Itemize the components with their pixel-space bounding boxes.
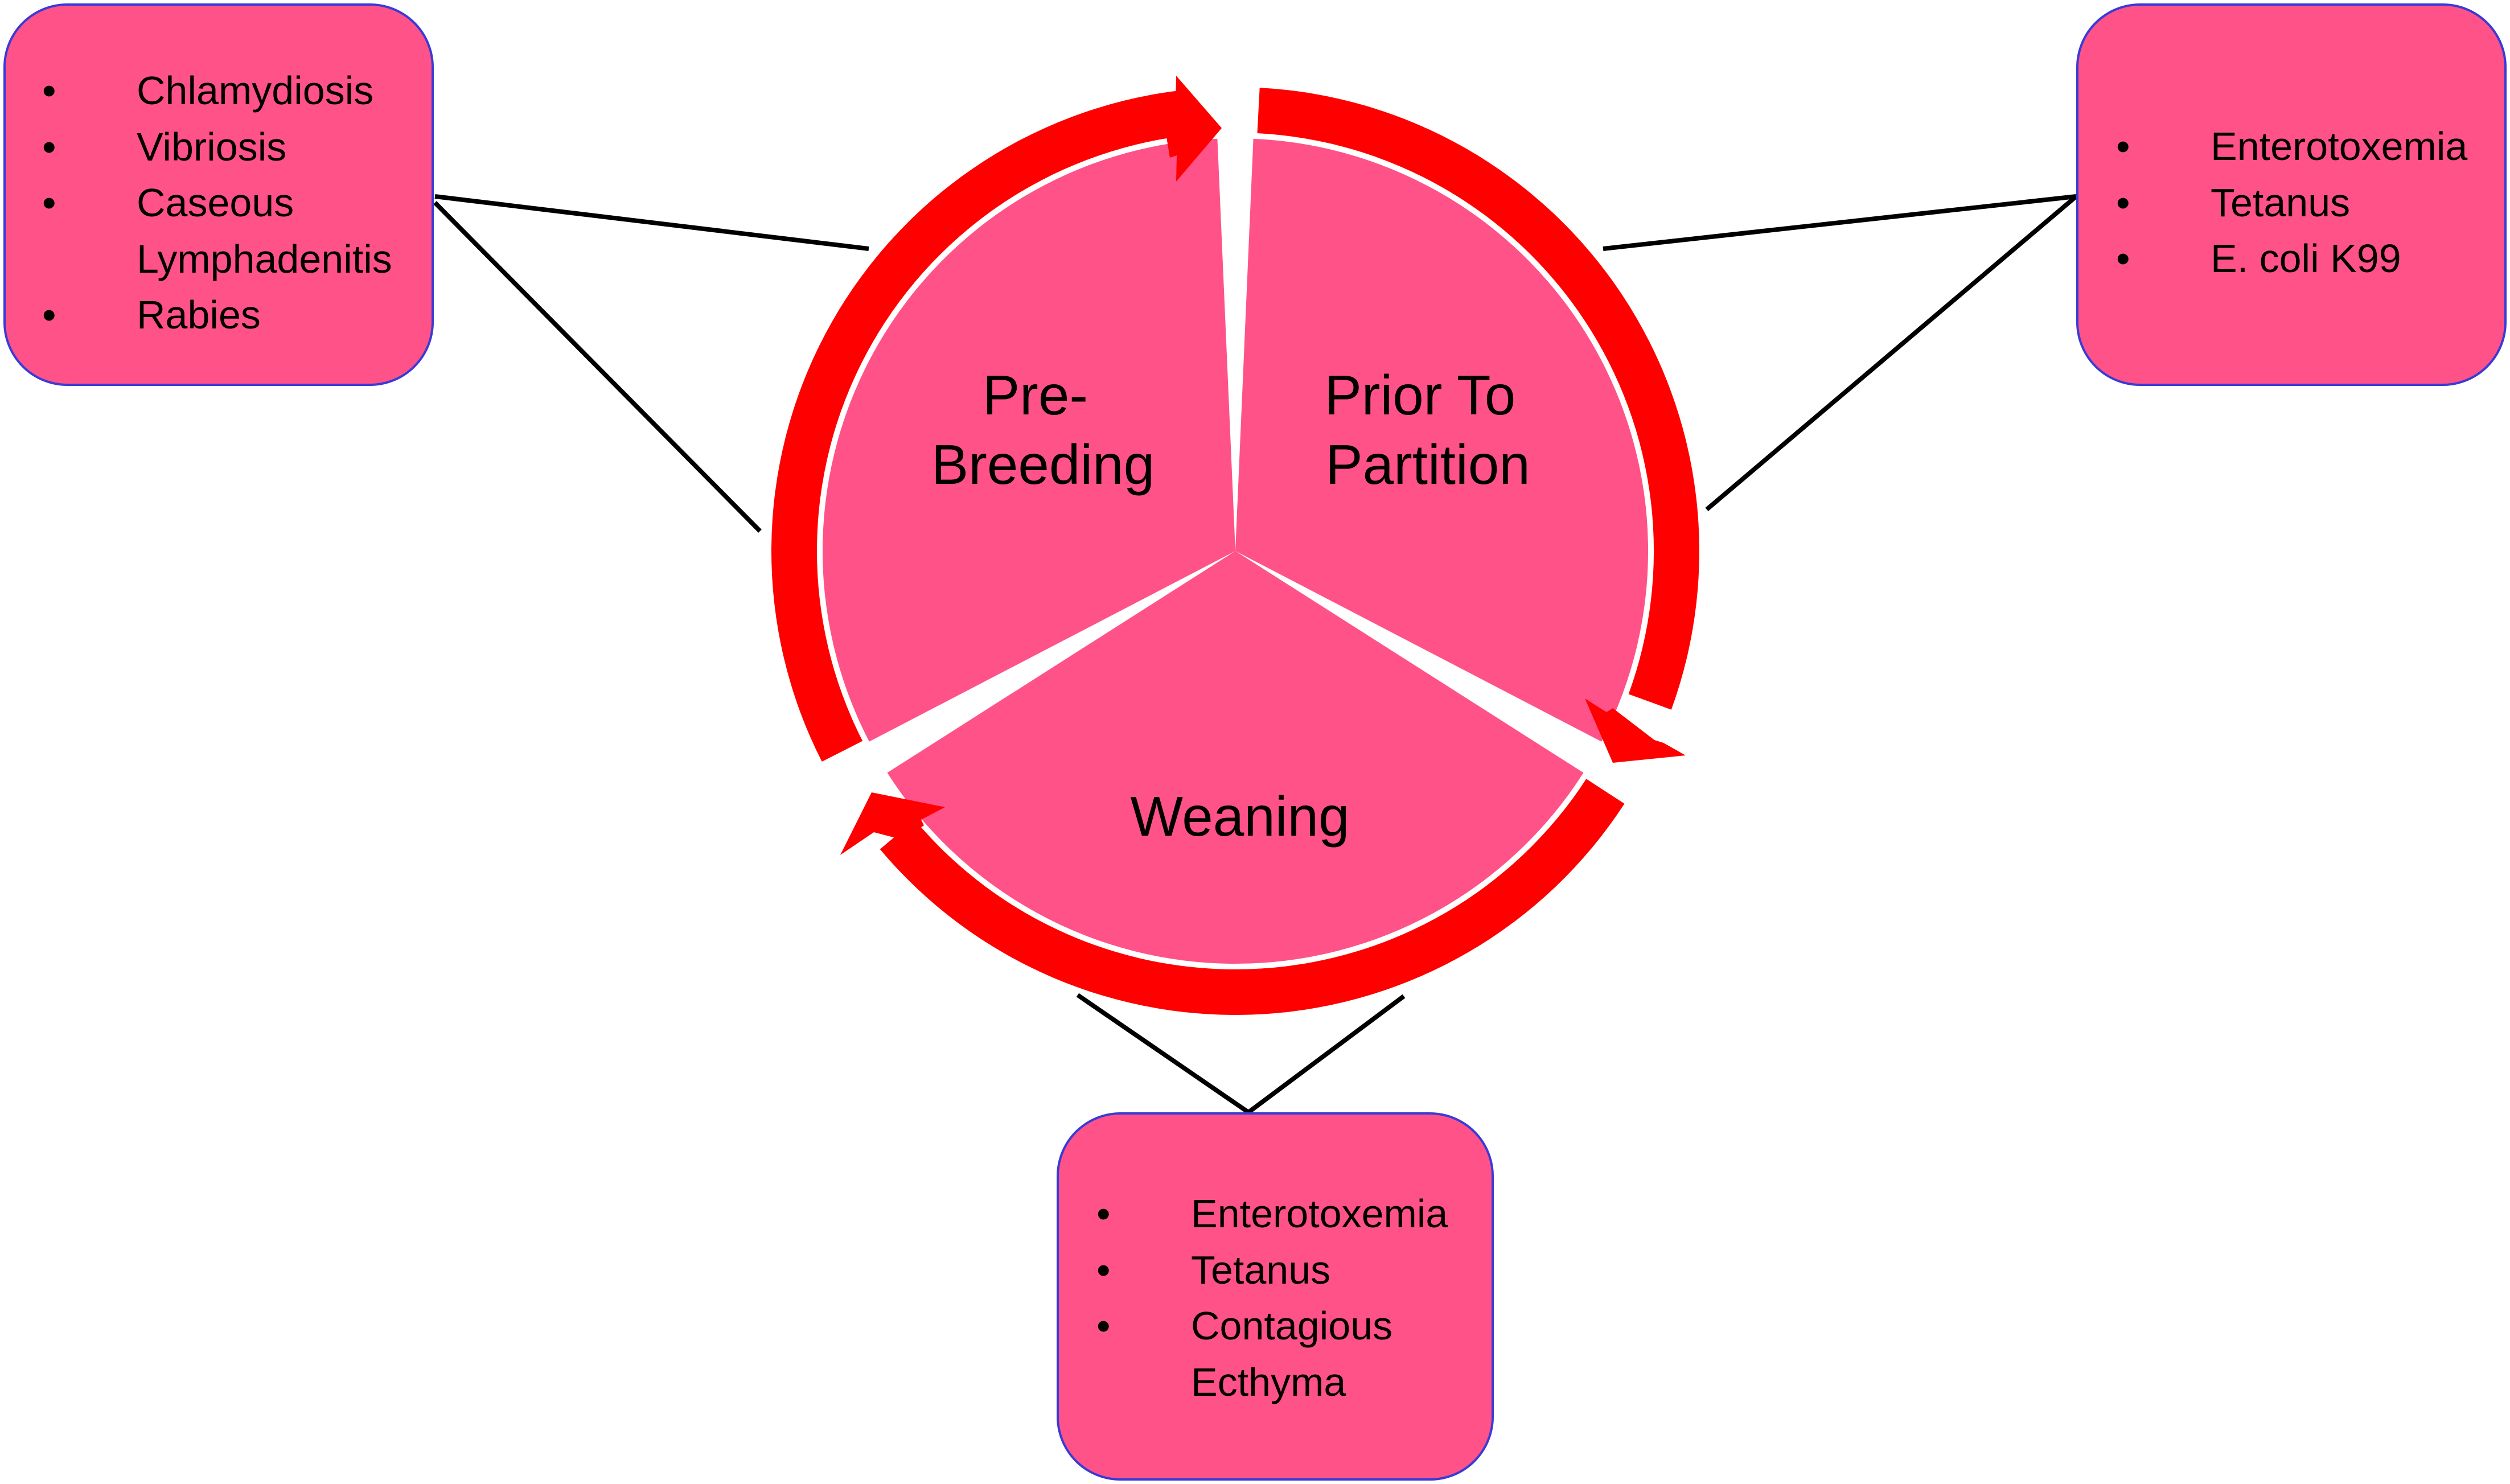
weaning-vaccines-list: • Enterotoxemia • Tetanus • Contagious Ecth… <box>1096 1186 1492 1410</box>
arrowhead-weaning <box>840 792 945 855</box>
list-item: • E. coli K99 <box>2116 231 2504 287</box>
segment-pre-breeding <box>822 138 1235 742</box>
prior-to-partition-vaccines-box: • Enterotoxemia • Tetanus • E. coli K99 <box>2076 3 2507 386</box>
segment-prior-to-partition <box>1235 138 1649 742</box>
bullet-icon: • <box>42 124 56 169</box>
bullet-icon: • <box>1096 1191 1111 1236</box>
arrow-arc-weaning <box>880 779 1625 1015</box>
list-item: • Enterotoxemia <box>1096 1186 1492 1242</box>
list-item-text: Contagious Ecthyma <box>1191 1304 1393 1404</box>
list-item: • Caseous Lymphadenitis <box>42 175 432 287</box>
connector-weaning-left <box>1076 993 1250 1115</box>
list-item: • Chlamydiosis <box>42 63 432 119</box>
weaning-vaccines-box: • Enterotoxemia • Tetanus • Contagious Ecth… <box>1057 1112 1494 1481</box>
bullet-icon: • <box>1096 1247 1111 1292</box>
list-item-text: Chlamydiosis <box>137 68 374 113</box>
bullet-icon: • <box>42 293 56 337</box>
label-weaning: Weaning <box>1130 785 1349 848</box>
label-pre-breeding-line2: Breeding <box>931 433 1155 496</box>
label-prior-line2: Partition <box>1325 433 1530 496</box>
label-pre-breeding-line1: Pre- <box>983 364 1088 426</box>
list-item-text: Tetanus <box>1191 1247 1331 1292</box>
list-item: • Tetanus <box>1096 1242 1492 1298</box>
label-weaning-line1: Weaning <box>1130 785 1349 848</box>
connector-prebreeding-top <box>434 194 869 251</box>
connector-prebreeding-bottom <box>433 201 762 533</box>
list-item: • Contagious Ecthyma <box>1096 1298 1492 1410</box>
connector-lines <box>433 194 2078 1115</box>
arrow-arc-pre-breeding <box>771 91 1185 762</box>
list-item-text: Vibriosis <box>137 124 287 169</box>
arrow-arc-prior-to-partition <box>1257 88 1699 710</box>
arrowhead-pre-breeding <box>1161 76 1222 182</box>
segment-labels: Pre- Breeding Prior To Partition Weaning <box>931 364 1531 848</box>
cycle-arrow-ring <box>771 76 1699 1015</box>
connector-prior-bottom <box>1705 194 2078 512</box>
label-pre-breeding: Pre- Breeding <box>931 364 1155 496</box>
list-item-text: Enterotoxemia <box>1191 1191 1448 1236</box>
list-item-text: E. coli K99 <box>2211 236 2401 281</box>
list-item: • Rabies <box>42 287 432 343</box>
list-item-text: Rabies <box>137 293 261 337</box>
list-item-text: Tetanus <box>2211 180 2351 225</box>
bullet-icon: • <box>1096 1304 1111 1348</box>
list-item-text: Enterotoxemia <box>2211 124 2468 168</box>
list-item-text: Caseous Lymphadenitis <box>137 180 392 281</box>
segment-weaning <box>887 551 1584 964</box>
arrowhead-prior-to-partition <box>1585 698 1686 763</box>
bullet-icon: • <box>42 68 56 113</box>
bullet-icon: • <box>2116 236 2130 281</box>
connector-prior-top <box>1603 194 2077 251</box>
label-prior-line1: Prior To <box>1324 364 1515 426</box>
bullet-icon: • <box>42 180 56 225</box>
bullet-icon: • <box>2116 124 2130 168</box>
bullet-icon: • <box>2116 180 2130 225</box>
prebreeding-vaccines-list: • Chlamydiosis • Vibriosis • Caseous Lympha… <box>42 63 432 343</box>
list-item: • Vibriosis <box>42 119 432 175</box>
label-prior-to-partition: Prior To Partition <box>1324 364 1531 496</box>
connector-weaning-right <box>1247 994 1406 1115</box>
cycle-segments <box>822 138 1649 964</box>
prebreeding-vaccines-box: • Chlamydiosis • Vibriosis • Caseous Lympha… <box>3 3 434 386</box>
list-item: • Enterotoxemia <box>2116 118 2504 175</box>
list-item: • Tetanus <box>2116 175 2504 231</box>
prior-to-partition-vaccines-list: • Enterotoxemia • Tetanus • E. coli K99 <box>2116 118 2504 287</box>
